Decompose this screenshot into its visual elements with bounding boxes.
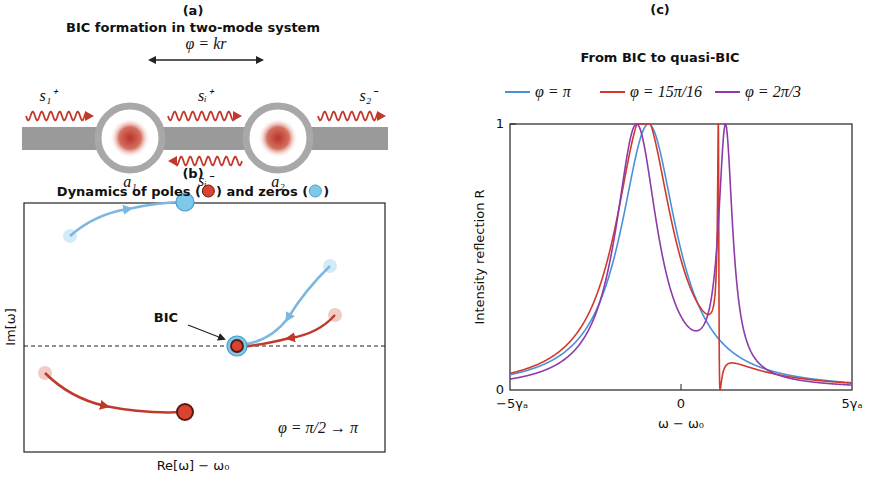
axis-label: ω − ω₀	[658, 417, 704, 432]
wave-head	[377, 111, 386, 121]
panel-letter: (c)	[650, 3, 670, 18]
reflection-panel	[505, 92, 852, 390]
wave-head	[85, 111, 94, 121]
wave	[318, 112, 378, 121]
legend-line	[600, 91, 625, 93]
waveguide	[22, 127, 388, 150]
zero-path	[288, 266, 330, 318]
wave	[176, 157, 242, 166]
panel-title: Dynamics of poles ( ) and zeros ()	[57, 184, 329, 199]
wave	[26, 112, 86, 121]
port-label: s₂⁻	[360, 87, 377, 105]
legend-text: φ = 2π/3	[745, 83, 801, 101]
port-label: sᵢ⁺	[198, 87, 212, 105]
plot-frame	[510, 124, 852, 390]
reflection-curve	[510, 124, 852, 385]
port-label: s₁⁺	[40, 87, 57, 105]
legend-text: φ = 15π/16	[630, 83, 702, 101]
panel-title: From BIC to quasi-BIC	[580, 51, 739, 66]
legend-line	[505, 91, 530, 93]
pole-path	[105, 406, 184, 412]
tick	[681, 384, 682, 390]
panel-letter: (b)	[182, 167, 203, 182]
marker-icon	[309, 185, 322, 198]
panel-letter: (a)	[183, 4, 204, 19]
tick-label: 5γₐ	[841, 397, 862, 412]
wave-head	[233, 111, 242, 121]
reflection-curve	[510, 124, 852, 390]
bic-pointer	[188, 325, 224, 339]
panel-title-part: Dynamics of poles (	[57, 184, 201, 199]
bic-label: BIC	[154, 311, 178, 326]
zero-path	[70, 209, 128, 236]
resonator	[98, 106, 162, 170]
bic-pole	[231, 340, 243, 352]
tick	[510, 124, 516, 125]
waveguide-panel	[22, 60, 388, 170]
wave-head	[168, 156, 177, 166]
plot-frame	[24, 203, 385, 452]
axis-label: Intensity reflection R	[473, 189, 488, 324]
wave-arrows	[26, 111, 386, 166]
axis-label: Re[ω] − ω₀	[157, 459, 230, 474]
pole-marker	[177, 404, 193, 420]
bic-zero	[227, 336, 247, 356]
tick-label: 1	[496, 117, 504, 132]
panel-title-part: ) and zeros (	[216, 184, 308, 199]
panel-title: BIC formation in two-mode system	[66, 21, 320, 36]
phase-sweep-label: φ = π/2 → π	[278, 419, 358, 437]
tick-label: −5γₐ	[496, 397, 528, 412]
pole-panel	[24, 193, 385, 452]
phase-label: φ = kr	[186, 35, 227, 53]
legend-text: φ = π	[535, 83, 571, 101]
panel-title-part: )	[323, 184, 329, 199]
axis-label: Im[ω]	[4, 308, 19, 346]
marker-icon	[202, 185, 215, 198]
resonator	[246, 106, 310, 170]
legend-line	[715, 91, 740, 93]
pole-path	[45, 373, 105, 406]
curves	[510, 124, 852, 390]
pole-path	[290, 315, 335, 338]
reflection-curve	[510, 124, 852, 383]
tick-label: 0	[496, 383, 504, 398]
phase-arrow	[150, 59, 262, 60]
tick-label: 0	[677, 397, 685, 412]
real-axis	[24, 346, 385, 347]
wave	[168, 112, 234, 121]
